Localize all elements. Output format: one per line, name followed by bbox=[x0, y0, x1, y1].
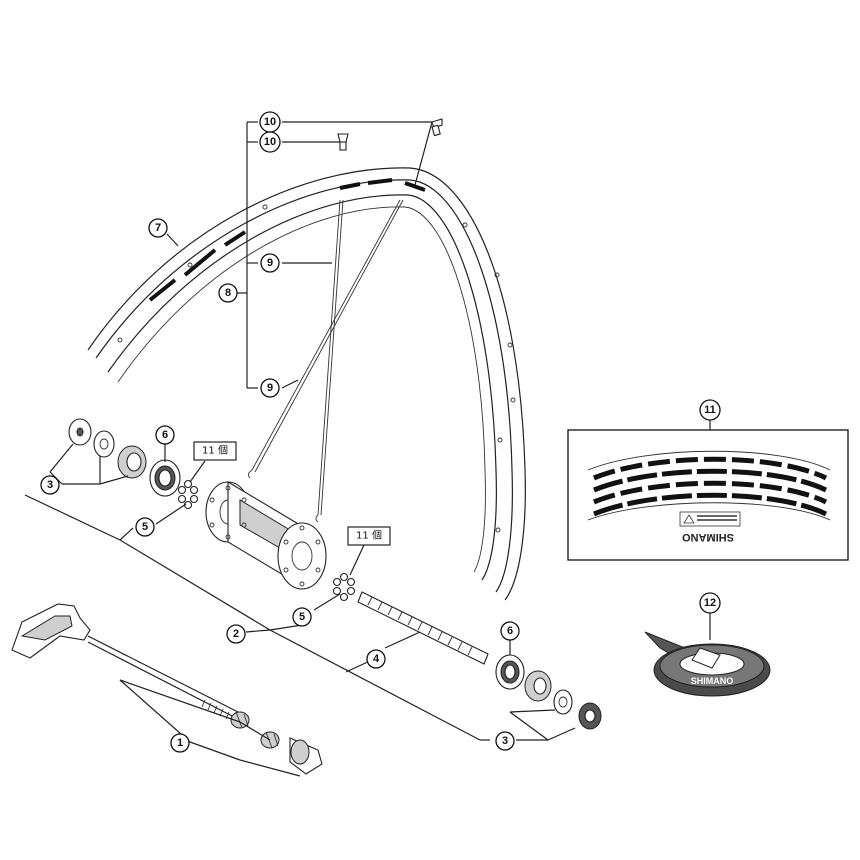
callout-6b: 6 bbox=[500, 621, 520, 641]
quick-release-spring-a bbox=[230, 711, 250, 729]
spoke-count-tag-left: 11 個 bbox=[193, 441, 237, 461]
callout-3b: 3 bbox=[495, 731, 515, 751]
svg-text:4: 4 bbox=[373, 653, 380, 665]
hub-body bbox=[205, 481, 327, 590]
svg-text:10: 10 bbox=[264, 116, 276, 128]
svg-text:1: 1 bbox=[177, 737, 183, 749]
callout-4: 4 bbox=[366, 649, 386, 669]
callout-9a: 9 bbox=[260, 253, 280, 273]
rim-decal-sheet: SHIMANO bbox=[567, 429, 849, 561]
left-ball-bearings bbox=[177, 479, 199, 510]
decal-logo: SHIMANO bbox=[682, 531, 734, 543]
svg-text:10: 10 bbox=[264, 136, 276, 148]
callout-10b: 10 bbox=[259, 131, 281, 153]
rim-tape-label: SHIMANO bbox=[691, 676, 734, 686]
svg-text:7: 7 bbox=[155, 222, 161, 234]
callout-3a: 3 bbox=[40, 475, 60, 495]
callout-6a: 6 bbox=[155, 425, 175, 445]
svg-text:6: 6 bbox=[162, 429, 168, 441]
svg-text:9: 9 bbox=[267, 257, 273, 269]
svg-text:11: 11 bbox=[704, 404, 716, 416]
callout-1: 1 bbox=[170, 733, 190, 753]
callout-9b: 9 bbox=[260, 378, 280, 398]
callout-5b: 5 bbox=[292, 607, 312, 627]
svg-text:3: 3 bbox=[47, 479, 53, 491]
svg-text:9: 9 bbox=[267, 382, 273, 394]
left-locknut bbox=[68, 418, 92, 446]
quick-release-lever bbox=[11, 603, 91, 659]
left-washer bbox=[93, 430, 115, 458]
callout-10a: 10 bbox=[259, 111, 281, 133]
left-cone bbox=[117, 445, 147, 479]
spoke-count-tag-right: 11 個 bbox=[347, 526, 391, 546]
rim bbox=[87, 167, 526, 601]
svg-text:5: 5 bbox=[142, 521, 148, 533]
spoke-count-label: 11 個 bbox=[202, 444, 228, 457]
callout-5a: 5 bbox=[135, 517, 155, 537]
right-washer bbox=[553, 689, 573, 715]
right-cone bbox=[524, 670, 552, 702]
left-dust-seal bbox=[149, 459, 181, 497]
svg-text:6: 6 bbox=[507, 625, 513, 637]
callout-12: 12 bbox=[699, 592, 721, 614]
svg-text:8: 8 bbox=[225, 287, 231, 299]
callout-2: 2 bbox=[226, 624, 246, 644]
callout-7: 7 bbox=[148, 218, 168, 238]
spokes bbox=[247, 199, 404, 523]
quick-release-nut bbox=[289, 737, 323, 775]
rim-tape-roll: SHIMANO bbox=[644, 631, 771, 697]
right-locknut bbox=[578, 702, 602, 730]
spoke-count-label: 11 個 bbox=[356, 529, 382, 542]
right-ball-bearings bbox=[332, 572, 356, 602]
svg-text:2: 2 bbox=[233, 628, 239, 640]
spoke-nipples bbox=[337, 118, 443, 151]
quick-release-skewer bbox=[87, 635, 239, 720]
hub-axle bbox=[357, 591, 489, 665]
svg-text:12: 12 bbox=[704, 597, 716, 609]
svg-text:3: 3 bbox=[502, 735, 508, 747]
right-dust-seal bbox=[495, 654, 525, 690]
svg-text:5: 5 bbox=[299, 611, 305, 623]
callout-8: 8 bbox=[218, 283, 238, 303]
callout-11: 11 bbox=[699, 399, 721, 421]
